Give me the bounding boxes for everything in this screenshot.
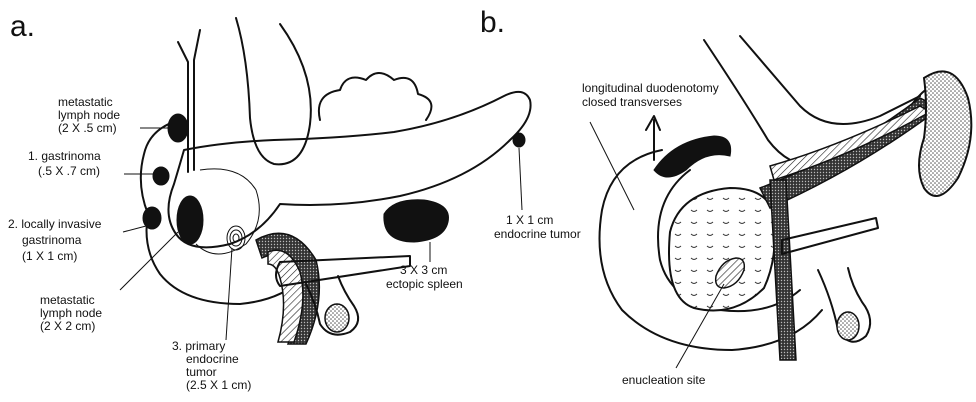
vessel-hatched-b bbox=[770, 106, 930, 180]
duodenotomy-closure bbox=[654, 136, 731, 177]
label-enucleation: enucleation site bbox=[622, 373, 706, 387]
gastrinoma-1 bbox=[153, 167, 169, 185]
spleen-b bbox=[919, 71, 971, 196]
vessel-trunk bbox=[178, 30, 200, 172]
ectopic-spleen bbox=[384, 200, 449, 242]
panel-b: b. longitudinal du bbox=[480, 6, 971, 387]
metastatic-node-large bbox=[177, 196, 203, 244]
jejunum-cut-b bbox=[837, 312, 859, 340]
label-primary-tumor: 3. primary endocrine tumor (2.5 X 1 cm) bbox=[172, 339, 251, 392]
primary-tumor bbox=[227, 226, 245, 250]
endocrine-tumor-tail bbox=[513, 133, 525, 147]
label-gastrinoma-1: 1. gastrinoma (.5 X .7 cm) bbox=[28, 149, 104, 178]
panel-b-letter: b. bbox=[480, 6, 505, 39]
retractor-b bbox=[782, 218, 878, 254]
label-duodenotomy: longitudinal duodenotomy closed transver… bbox=[582, 81, 722, 109]
opened-lumen bbox=[669, 188, 775, 311]
label-metastatic-node-large: metastatic lymph node (2 X 2 cm) bbox=[40, 293, 105, 333]
metastatic-node-small bbox=[168, 114, 188, 142]
panel-a: a. bbox=[8, 10, 581, 392]
intestine-outline bbox=[319, 73, 432, 120]
label-endocrine-tumor-tail: 1 X 1 cm endocrine tumor bbox=[494, 213, 581, 241]
label-gastrinoma-2: 2. locally invasive gastrinoma (1 X 1 cm… bbox=[8, 217, 105, 263]
vessel-descending-b bbox=[770, 180, 796, 360]
label-metastatic-node-small: metastatic lymph node (2 X .5 cm) bbox=[58, 95, 123, 135]
panel-a-letter: a. bbox=[10, 10, 35, 43]
stomach-upper-b bbox=[740, 36, 920, 124]
jejunum-cut-a bbox=[325, 304, 349, 332]
